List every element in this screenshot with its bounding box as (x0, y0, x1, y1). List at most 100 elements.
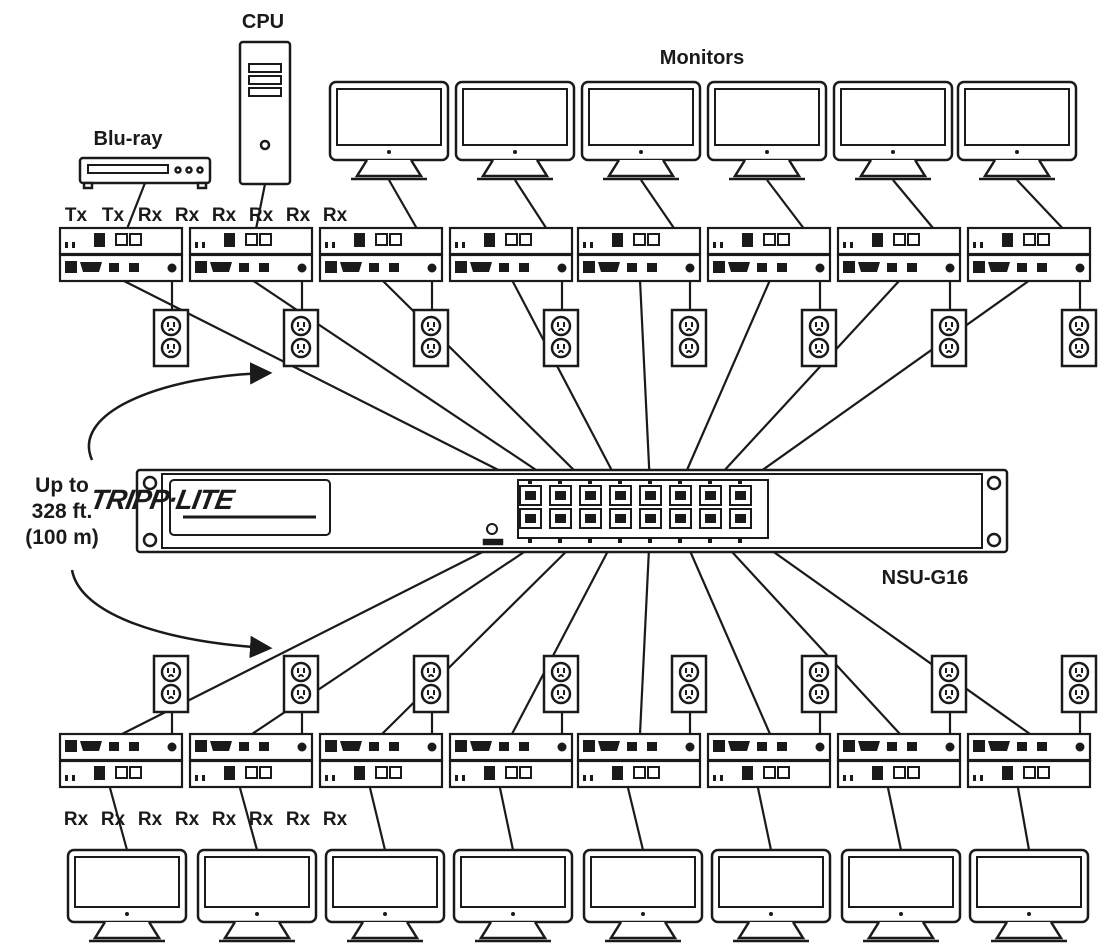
cable-line (388, 179, 421, 235)
extender-unit (966, 732, 1092, 789)
monitor-icon (706, 80, 828, 181)
port-led (738, 539, 742, 543)
extender-unit (576, 226, 702, 283)
cpu-label: CPU (242, 11, 284, 33)
upper-distance-arrow (87, 362, 273, 461)
extender-unit (188, 732, 314, 789)
top-unit-label: Rx (175, 205, 200, 226)
top-unit-label: Tx (102, 205, 125, 226)
port-jack (645, 514, 656, 523)
bottom-monitor-row (66, 848, 1090, 943)
cable-line (511, 279, 621, 487)
extender-unit (836, 732, 962, 789)
port-led (678, 539, 682, 543)
extender-unit (576, 732, 702, 789)
top-monitor-row (328, 80, 1078, 181)
cable-line (638, 279, 652, 487)
monitor-icon (832, 80, 954, 181)
port-jack (735, 514, 746, 523)
power-outlet-icon (412, 654, 450, 714)
cable-line (709, 527, 901, 735)
cable-line (892, 179, 939, 235)
bottom-unit-label: Rx (175, 809, 200, 830)
switch-port-block (519, 480, 752, 543)
port-led (708, 539, 712, 543)
port-jack (585, 491, 596, 500)
bottom-unit-label: Rx (64, 809, 89, 830)
port-jack (555, 514, 566, 523)
port-led (528, 480, 532, 484)
cable-line (511, 527, 621, 735)
bottom-unit-label: Rx (323, 809, 348, 830)
cable-line (1016, 179, 1069, 235)
bluray-player (78, 156, 212, 190)
bottom-unit-label: Rx (249, 809, 274, 830)
bottom-unit-label: Rx (138, 809, 163, 830)
port-led (558, 539, 562, 543)
port-jack (555, 491, 566, 500)
port-led (738, 480, 742, 484)
top-unit-label: Rx (212, 205, 237, 226)
power-outlet-icon (800, 308, 838, 368)
extender-unit (188, 226, 314, 283)
extender-unit (318, 226, 444, 283)
port-jack (645, 491, 656, 500)
monitor-icon (582, 848, 704, 943)
bottom-outlet-row (152, 654, 1098, 714)
power-outlet-icon (542, 308, 580, 368)
port-led (678, 480, 682, 484)
monitor-icon (580, 80, 702, 181)
port-led (558, 480, 562, 484)
port-led (648, 480, 652, 484)
cable-line (766, 179, 809, 235)
extender-unit (706, 732, 832, 789)
monitor-icon (324, 848, 446, 943)
extender-unit (318, 732, 444, 789)
extender-unit (836, 226, 962, 283)
power-outlet-icon (152, 308, 190, 368)
top-outlet-row (152, 308, 1098, 368)
lower-distance-arrow (70, 569, 273, 659)
power-outlet-icon (1060, 654, 1098, 714)
top-unit-label: Rx (286, 205, 311, 226)
monitors-label: Monitors (660, 47, 744, 69)
cable-line (1016, 787, 1031, 851)
power-outlet-icon (282, 308, 320, 368)
cable-line (123, 182, 147, 235)
cable-line (739, 279, 1031, 487)
port-jack (705, 514, 716, 523)
extender-unit (448, 732, 574, 789)
power-outlet-icon (670, 654, 708, 714)
port-led (588, 539, 592, 543)
port-jack (615, 514, 626, 523)
cable-line (108, 787, 129, 851)
top-extender-row (58, 226, 1092, 283)
power-outlet-icon (412, 308, 450, 368)
monitor-icon (454, 80, 576, 181)
bottom-unit-label: Rx (286, 809, 311, 830)
cable-line (253, 183, 267, 235)
monitor-icon (956, 80, 1078, 181)
extender-unit (58, 732, 184, 789)
top-unit-label: Rx (323, 205, 348, 226)
monitor-icon (710, 848, 832, 943)
extender-unit (448, 226, 574, 283)
port-jack (525, 491, 536, 500)
port-led (588, 480, 592, 484)
power-outlet-icon (282, 654, 320, 714)
monitor-icon (328, 80, 450, 181)
cable-line (886, 787, 903, 851)
port-jack (525, 514, 536, 523)
cable-line (756, 787, 773, 851)
cable-line (640, 179, 679, 235)
power-outlet-icon (1060, 308, 1098, 368)
power-outlet-icon (930, 654, 968, 714)
top-unit-label: Rx (138, 205, 163, 226)
power-outlet-icon (152, 654, 190, 714)
bottom-extender-row (58, 732, 1092, 789)
port-jack (735, 491, 746, 500)
extender-unit (706, 226, 832, 283)
